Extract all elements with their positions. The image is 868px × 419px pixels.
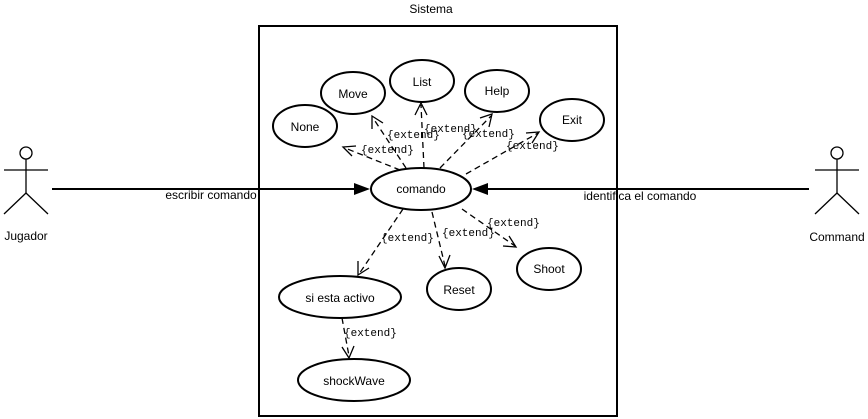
actor-jugador-icon[interactable] <box>3 146 49 215</box>
use-case-shoot[interactable]: Shoot <box>516 247 582 291</box>
actor-command-label: Command <box>809 230 864 244</box>
system-title: Sistema <box>409 2 453 16</box>
use-case-reset-label: Reset <box>443 283 475 297</box>
extend-arrow-help <box>439 113 493 169</box>
extend-arrow-move <box>371 114 407 169</box>
use-case-si-esta-activo[interactable]: si esta activo <box>278 275 402 319</box>
use-case-list[interactable]: List <box>389 59 455 103</box>
use-case-move-label: Move <box>338 87 368 101</box>
extend-arrow-none <box>341 145 401 171</box>
extend-label-list: {extend} <box>424 124 477 136</box>
association-right-label: identifica el comando <box>584 189 697 203</box>
extend-label-si-esta-activo: {extend} <box>381 233 434 245</box>
use-case-none[interactable]: None <box>272 104 338 148</box>
extend-label-help: {extend} <box>462 129 515 141</box>
association-jugador-comando[interactable] <box>52 183 370 195</box>
use-case-exit[interactable]: Exit <box>539 98 605 142</box>
extend-label-exit: {extend} <box>506 141 559 153</box>
extend-arrow-list <box>414 101 428 169</box>
use-case-list-label: List <box>413 75 432 89</box>
use-case-none-label: None <box>291 120 320 134</box>
use-case-help-label: Help <box>485 84 510 98</box>
use-case-help[interactable]: Help <box>464 69 530 113</box>
use-case-comando[interactable]: comando <box>370 167 472 211</box>
association-command-comando[interactable] <box>472 183 809 195</box>
use-case-shockwave[interactable]: shockWave <box>297 358 411 402</box>
extend-label-reset: {extend} <box>442 228 495 240</box>
extend-arrow-si-esta-activo <box>357 208 404 277</box>
actor-command-icon[interactable] <box>814 146 860 215</box>
extend-arrow-shockwave <box>341 317 355 360</box>
extend-label-none: {extend} <box>361 145 414 157</box>
use-case-shockwave-label: shockWave <box>323 374 385 388</box>
use-case-si-esta-activo-label: si esta activo <box>305 291 375 305</box>
use-case-exit-label: Exit <box>562 113 583 127</box>
extend-arrow-reset <box>431 211 451 270</box>
use-case-reset[interactable]: Reset <box>426 267 492 311</box>
extend-label-move: {extend} <box>387 130 440 142</box>
use-case-comando-label: comando <box>396 182 446 196</box>
use-case-shoot-label: Shoot <box>533 262 565 276</box>
extend-arrow-shoot <box>461 208 518 248</box>
extend-arrow-exit <box>465 131 541 175</box>
use-case-move[interactable]: Move <box>320 71 386 115</box>
extend-label-shockwave: {extend} <box>344 328 397 340</box>
association-left-label: escribir comando <box>165 188 257 202</box>
actor-jugador-label: Jugador <box>4 229 47 243</box>
extend-label-shoot: {extend} <box>487 218 540 230</box>
system-boundary <box>258 25 618 417</box>
